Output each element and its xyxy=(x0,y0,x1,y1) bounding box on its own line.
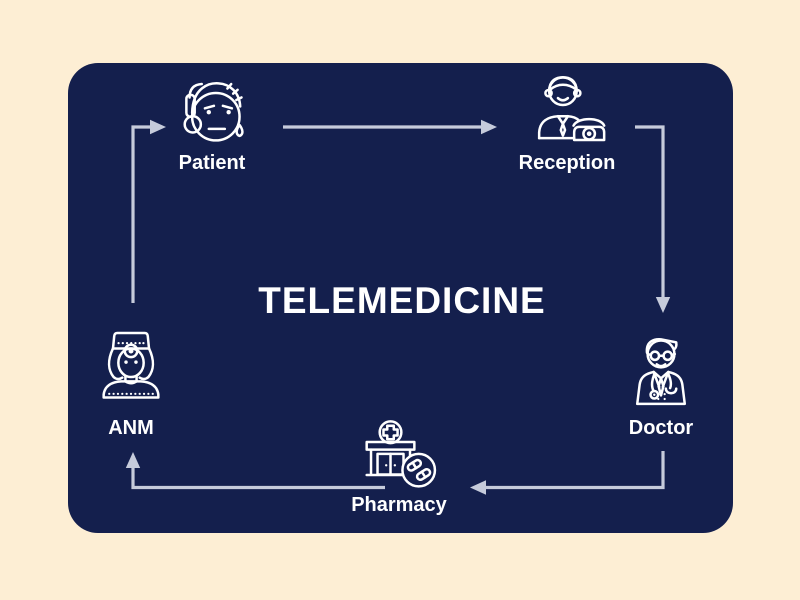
node-label-reception: Reception xyxy=(518,152,616,174)
node-anm: ANM xyxy=(91,323,171,440)
arrow-reception-to-doctor xyxy=(635,125,671,313)
node-label-doctor: Doctor xyxy=(628,417,694,439)
pharmacy-store-icon xyxy=(360,420,438,490)
patient-headset-icon xyxy=(171,67,253,151)
arrow-patient-to-reception xyxy=(283,119,497,135)
node-patient: Patient xyxy=(171,67,253,175)
arrow-doctor-to-pharmacy xyxy=(470,451,665,495)
receptionist-phone-icon xyxy=(527,71,607,149)
doctor-stethoscope-icon xyxy=(622,333,700,409)
diagram-panel: TELEMEDICINE Patient xyxy=(68,63,733,533)
node-label-anm: ANM xyxy=(108,417,154,439)
node-label-patient: Patient xyxy=(178,152,246,174)
nurse-anm-icon xyxy=(91,323,171,405)
node-doctor: Doctor xyxy=(622,333,700,440)
arrow-pharmacy-to-anm xyxy=(125,452,385,490)
node-pharmacy: Pharmacy xyxy=(351,420,447,517)
diagram-title: TELEMEDICINE xyxy=(258,280,546,321)
node-reception: Reception xyxy=(518,71,616,175)
arrow-anm-to-patient xyxy=(131,119,166,303)
node-label-pharmacy: Pharmacy xyxy=(351,494,447,516)
flow-arrows xyxy=(125,119,671,495)
